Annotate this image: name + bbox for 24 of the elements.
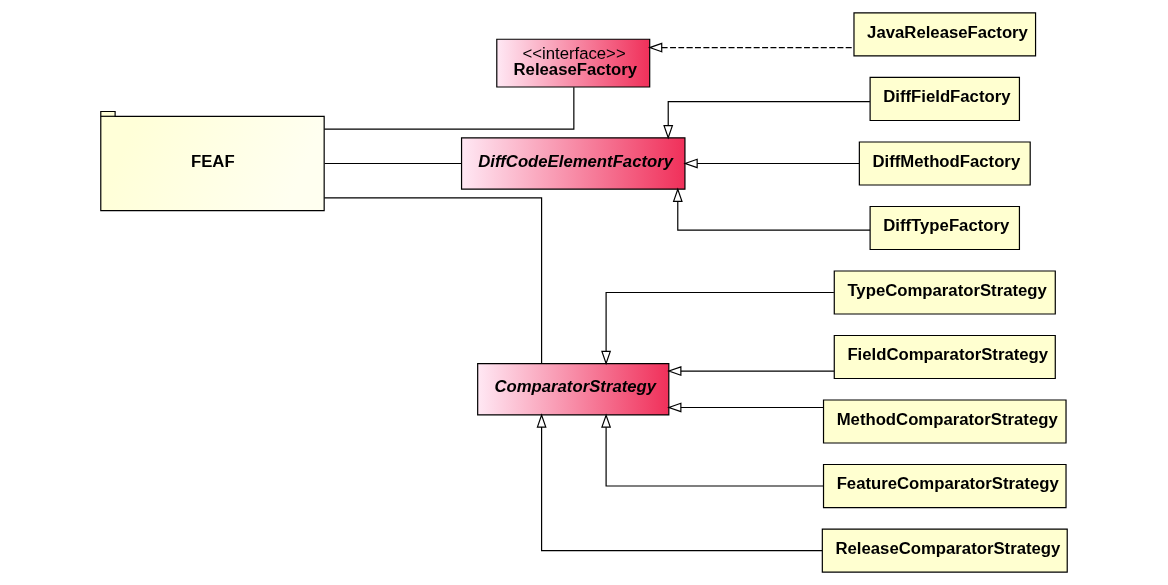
connector <box>323 86 575 130</box>
node-box: DiffCodeElementFactory <box>460 137 686 190</box>
arrow <box>672 187 871 231</box>
arrow <box>667 402 824 413</box>
arrow <box>648 42 855 53</box>
node-box: JavaReleaseFactory <box>853 12 1037 57</box>
node-box: ReleaseComparatorStrategy <box>821 528 1068 573</box>
node-box: FeatureComparatorStrategy <box>822 463 1067 509</box>
arrow <box>601 291 835 366</box>
connector <box>323 197 543 365</box>
node-box: FieldComparatorStrategy <box>833 334 1056 380</box>
node-box: ComparatorStrategy <box>477 363 670 416</box>
node-box: <<interface>> ReleaseFactory <box>496 38 651 88</box>
node-box: MethodComparatorStrategy <box>822 399 1067 444</box>
node-box: TypeComparatorStrategy <box>833 270 1056 315</box>
connector <box>324 162 463 165</box>
arrow <box>663 101 871 140</box>
arrow <box>536 413 823 552</box>
arrow <box>683 158 860 169</box>
node-box: DiffMethodFactory <box>858 141 1031 186</box>
node-box: DiffTypeFactory <box>869 205 1021 251</box>
arrow <box>667 366 835 377</box>
node-box: DiffFieldFactory <box>869 76 1021 122</box>
arrow <box>601 413 825 487</box>
